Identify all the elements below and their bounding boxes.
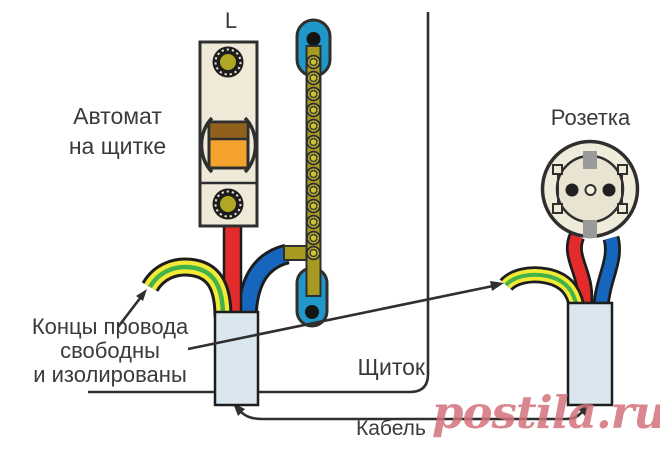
left-earth-wire	[141, 257, 233, 318]
socket-pin-hole-left	[565, 183, 579, 197]
socket-pin-hole-right	[602, 183, 616, 197]
breaker-label-line2: на щитке	[68, 132, 167, 159]
watermark: postila.ru	[432, 386, 660, 439]
breaker-label-line1: Автомат	[73, 103, 162, 129]
socket-center-screw	[584, 184, 597, 196]
right-earth-wire	[499, 266, 586, 310]
wire-ends-label-line1: Концы провода	[31, 314, 189, 339]
breaker-lever-band	[207, 120, 250, 141]
breaker-terminal-top	[211, 45, 245, 79]
breaker-terminal-bottom	[211, 187, 245, 221]
left-neutral-wire	[239, 246, 290, 318]
breaker-label: Автомат на щитке	[55, 102, 180, 162]
socket-label: Розетка	[550, 105, 631, 130]
right-cable-figure	[499, 139, 640, 407]
busbar-bottom-hole	[305, 305, 319, 319]
cable-label: Кабель	[356, 417, 426, 440]
terminal-l-marking: L	[224, 8, 238, 33]
right-neutral-wire	[592, 235, 621, 307]
left-cable-figure	[141, 257, 260, 407]
socket-notch	[552, 203, 563, 214]
socket-notch	[617, 203, 628, 214]
right-phase-wire	[565, 232, 594, 308]
wire-ends-label-line2: свободны	[60, 337, 160, 363]
panel-outline	[88, 12, 430, 394]
wire-ends-label-line3: и изолированы	[33, 361, 187, 387]
socket-notch	[552, 164, 563, 175]
wire-ends-short-arrow	[116, 289, 147, 328]
socket-figure	[540, 139, 640, 239]
left-cable-sheath	[213, 310, 260, 407]
socket-notch	[617, 164, 628, 175]
socket-earth-tab-bottom	[583, 220, 597, 238]
wire-ends-long-arrow	[187, 281, 504, 351]
wire-ends-label: Концы провода свободны и изолированы	[10, 315, 210, 386]
socket-earth-tab-top	[583, 151, 597, 169]
busbar-top-hole	[306, 32, 321, 46]
panel-label: Щиток	[357, 354, 425, 380]
neutral-busbar-figure	[236, 18, 332, 328]
busbar-connector-stub	[283, 245, 309, 261]
right-cable-sheath	[566, 301, 614, 407]
